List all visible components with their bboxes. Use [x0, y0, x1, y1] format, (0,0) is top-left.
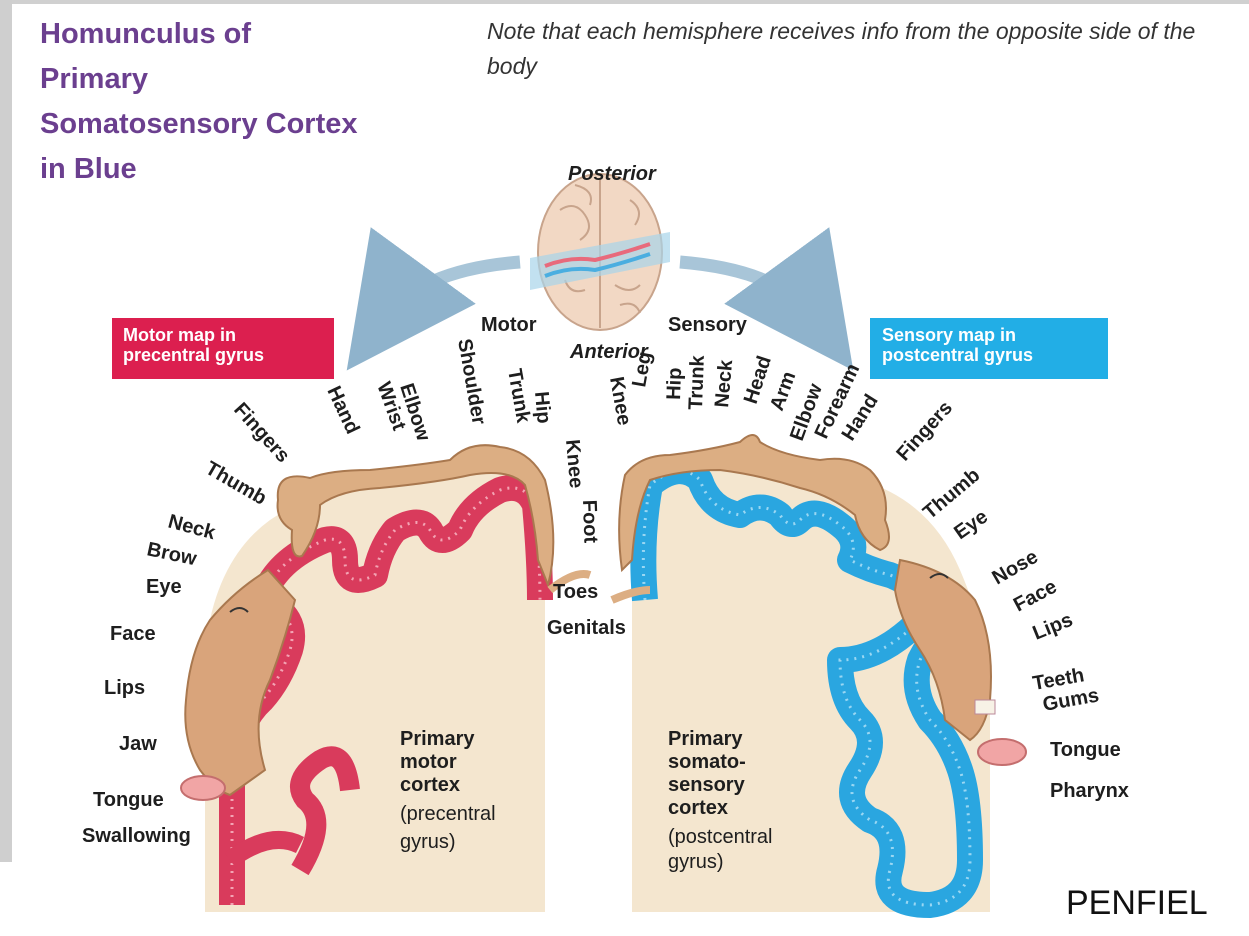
sensory-label-face: Face: [1010, 576, 1061, 617]
motor-label-neck: Neck: [166, 511, 219, 545]
motor-cortex-line3: cortex: [400, 774, 460, 796]
sensory-label-pharynx: Pharynx: [1050, 780, 1129, 802]
arrow-right: [680, 262, 815, 318]
footer-label: PENFIEL: [1066, 884, 1208, 923]
sensory-label: Sensory: [668, 314, 748, 336]
sensory-cortex-line3: sensory: [668, 774, 746, 796]
sensory-label-trunk: Trunk: [685, 354, 709, 410]
sensory-label-fingers: Fingers: [892, 397, 957, 465]
motor-label: Motor: [481, 314, 537, 336]
motor-box-line2: precentral gyrus: [123, 345, 264, 365]
motor-label-shoulder: Shoulder: [453, 337, 490, 426]
sensory-cortex-line1: Primary: [668, 728, 743, 750]
sensory-label-lips: Lips: [1030, 609, 1076, 645]
motor-label-fingers: Fingers: [229, 399, 294, 467]
motor-cortex-line4: (precentral: [400, 803, 496, 825]
motor-cortex-line5: gyrus): [400, 831, 456, 853]
motor-label-hand: Hand: [322, 383, 363, 438]
motor-label-brow: Brow: [145, 538, 199, 570]
brain-top-view: [530, 174, 670, 330]
motor-label-eye: Eye: [146, 576, 182, 598]
motor-cortex-line2: motor: [400, 751, 457, 773]
motor-label-knee: Knee: [561, 439, 587, 490]
motor-label-foot: Foot: [578, 499, 602, 543]
sensory-cortex-line2: somato-: [668, 751, 746, 773]
sensory-box-line2: postcentral gyrus: [882, 345, 1033, 365]
sensory-label-tongue: Tongue: [1050, 739, 1121, 761]
sensory-label-arm: Arm: [766, 369, 800, 414]
motor-label-toes: Toes: [553, 581, 598, 603]
motor-label-face: Face: [110, 623, 156, 645]
posterior-label: Posterior: [568, 163, 657, 185]
sensory-label-genitals: Genitals: [547, 617, 626, 639]
arrow-left: [385, 262, 520, 318]
sensory-cortex-line5: (postcentral: [668, 826, 773, 848]
motor-hemisphere: [181, 445, 590, 912]
sensory-label-nose: Nose: [989, 546, 1042, 590]
motor-label-swallowing: Swallowing: [82, 825, 191, 847]
motor-label-hip: Hip: [530, 391, 555, 425]
sensory-cortex-line6: gyrus): [668, 851, 724, 873]
sensory-box-line1: Sensory map in: [882, 325, 1016, 345]
sensory-cortex-line4: cortex: [668, 797, 728, 819]
sensory-label-leg: Leg: [628, 350, 656, 389]
motor-label-thumb: Thumb: [202, 457, 271, 509]
motor-cortex-line1: Primary: [400, 728, 475, 750]
motor-label-jaw: Jaw: [119, 733, 157, 755]
motor-box-line1: Motor map in: [123, 325, 236, 345]
sensory-label-neck: Neck: [711, 358, 737, 408]
motor-label-tongue: Tongue: [93, 789, 164, 811]
sensory-label-hip: Hip: [663, 367, 686, 400]
motor-label-lips: Lips: [104, 677, 145, 699]
motor-label-trunk: Trunk: [503, 367, 534, 425]
sensory-label-eye: Eye: [950, 506, 992, 544]
